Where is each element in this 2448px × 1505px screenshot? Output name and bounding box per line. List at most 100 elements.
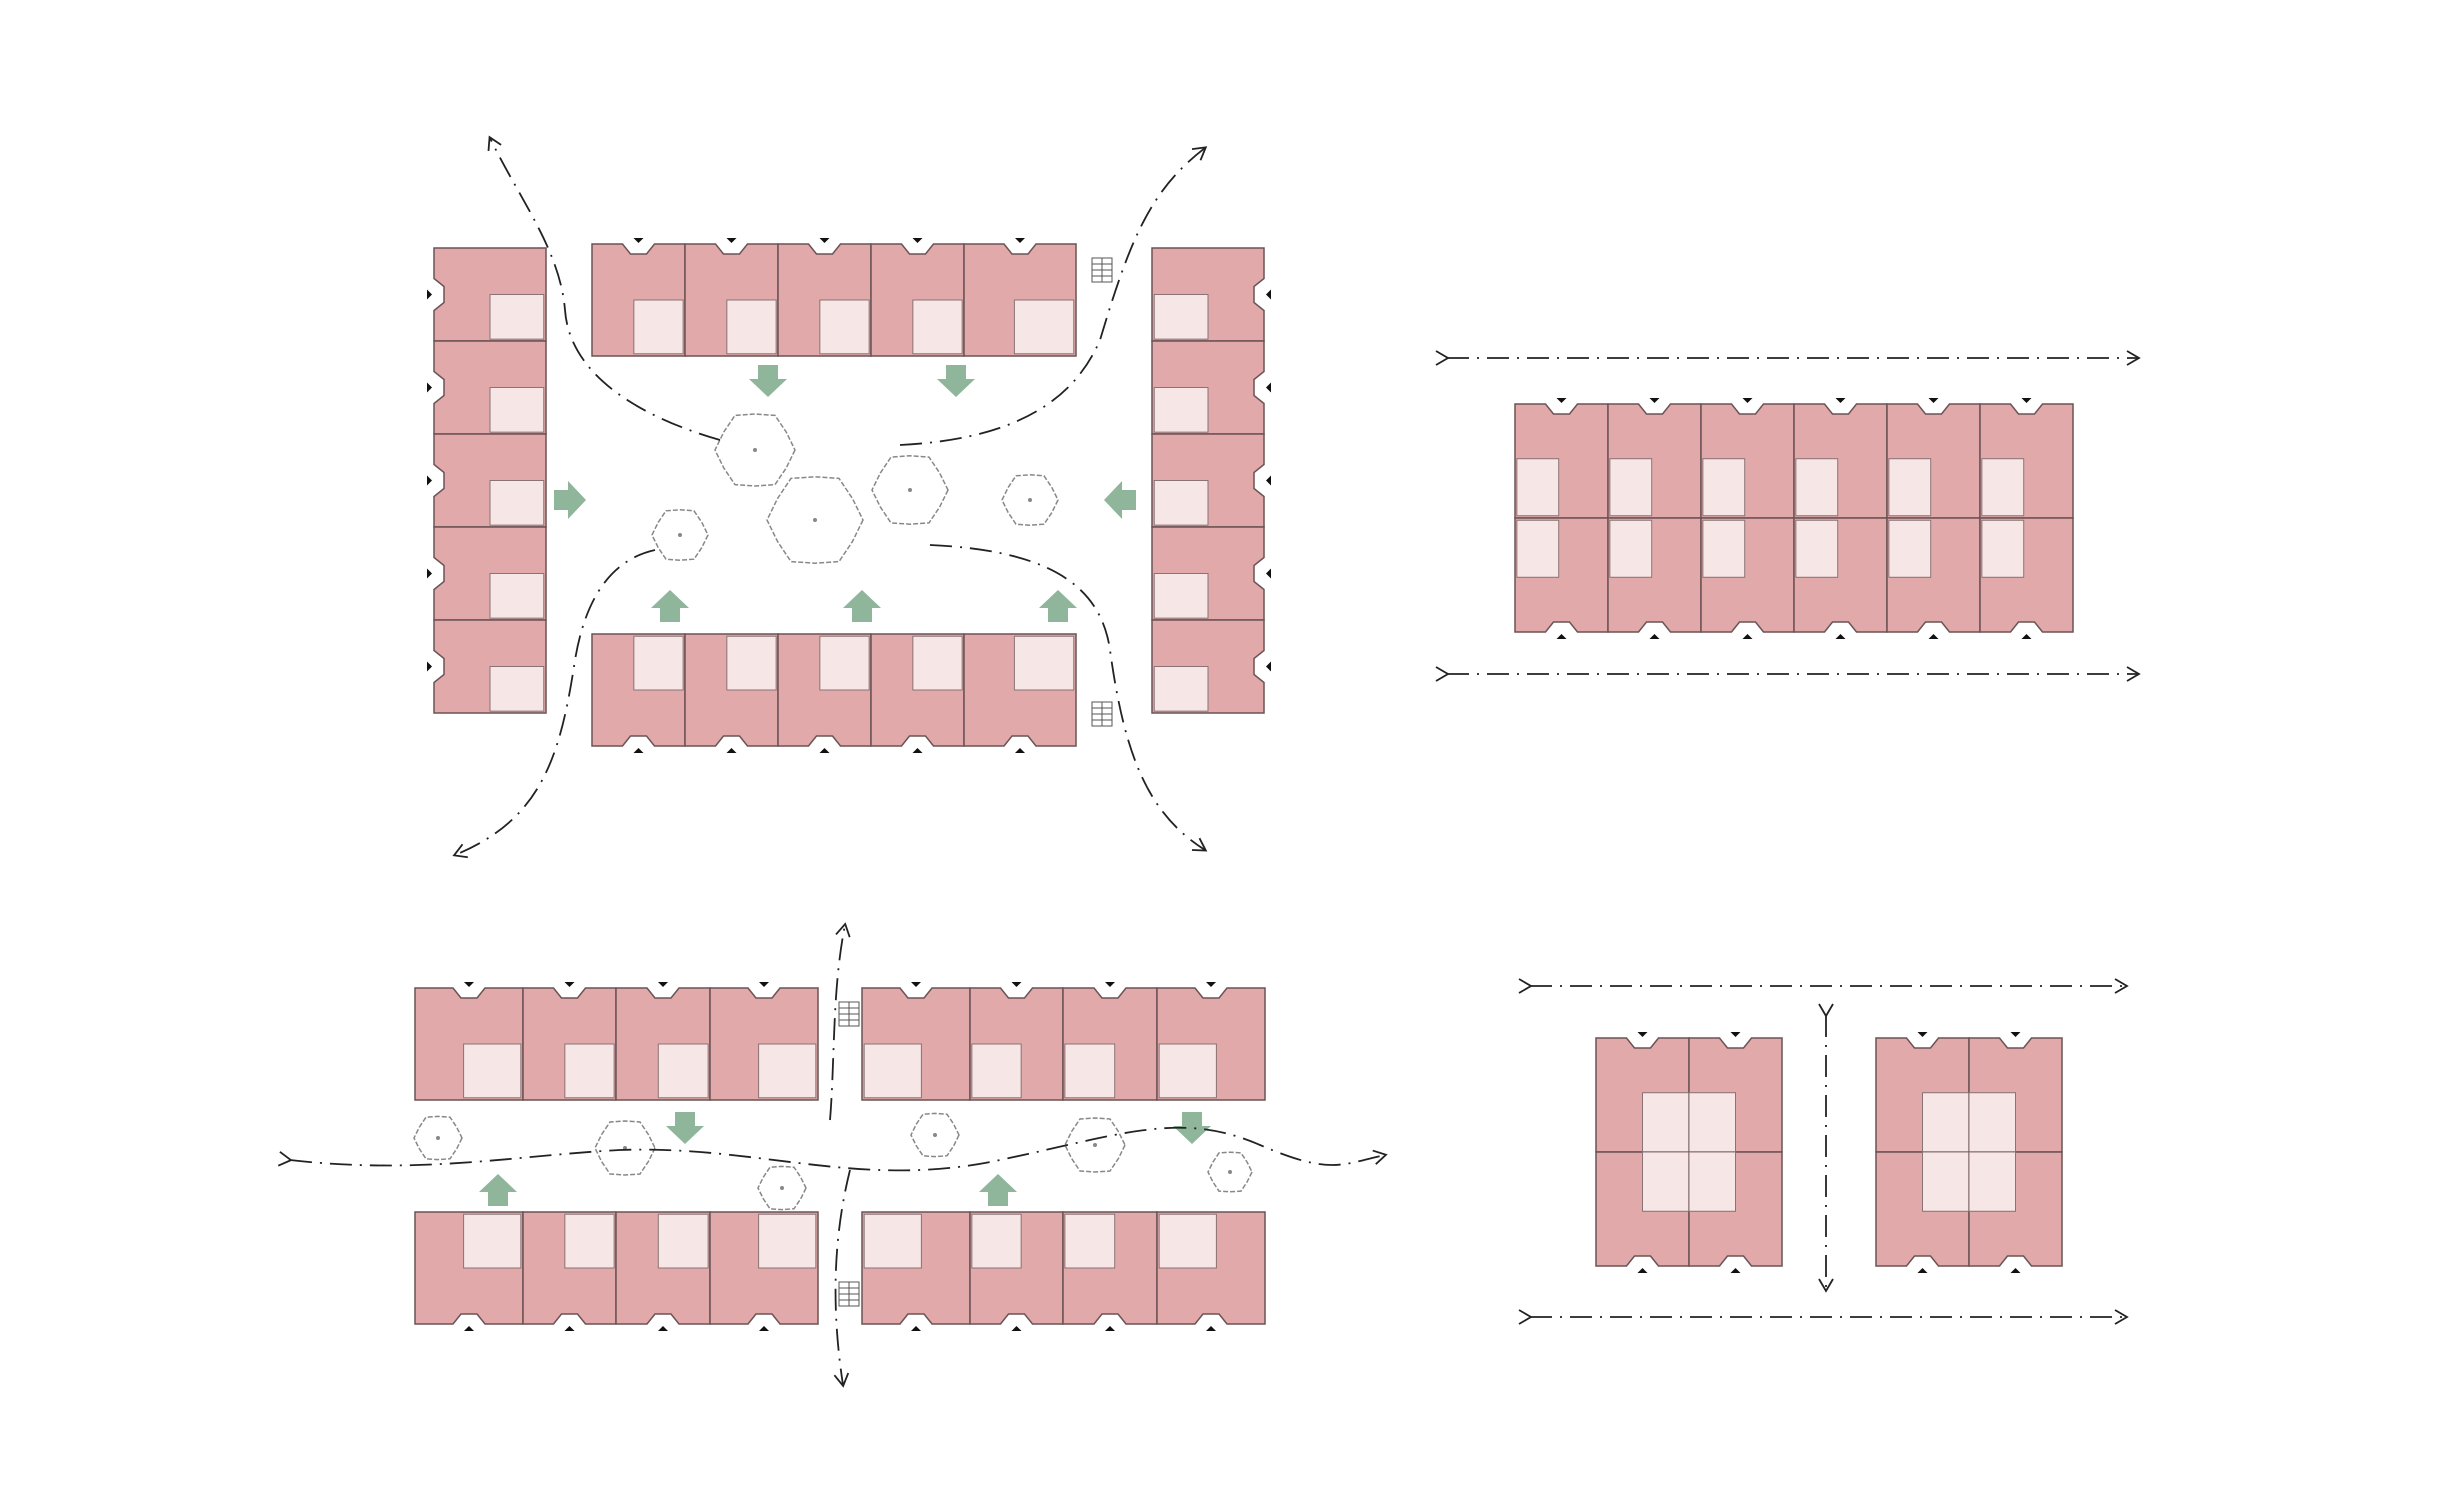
apartment-unit xyxy=(1151,340,1271,435)
apartment-unit xyxy=(1151,619,1271,714)
private-courtyard xyxy=(971,1213,1022,1269)
entrance-marker-icon xyxy=(427,289,432,300)
entrance-marker-icon xyxy=(1835,634,1846,639)
tree-icon xyxy=(594,1120,656,1176)
private-courtyard xyxy=(1153,573,1209,619)
layout-courtyard xyxy=(427,135,1271,859)
private-courtyard xyxy=(1888,458,1932,517)
apartment-unit xyxy=(684,238,779,357)
entrance-marker-icon xyxy=(1266,289,1271,300)
entrance-marker-icon xyxy=(1637,1268,1648,1273)
apartment-unit xyxy=(1156,1211,1266,1331)
private-courtyard xyxy=(912,635,963,691)
private-courtyard xyxy=(819,635,870,691)
north-row-east xyxy=(861,982,1266,1101)
private-courtyard xyxy=(1153,666,1209,712)
entrance-marker-icon xyxy=(1917,1268,1928,1273)
private-courtyard xyxy=(1642,1092,1690,1153)
entrance-marker-icon xyxy=(1011,1326,1022,1331)
private-courtyard xyxy=(971,1043,1022,1099)
apartment-unit xyxy=(591,633,686,753)
apartment-unit xyxy=(1886,398,1981,519)
apartment-unit xyxy=(591,238,686,357)
street-trees xyxy=(413,1112,1253,1211)
private-courtyard xyxy=(1702,458,1746,517)
entrance-marker-icon xyxy=(427,382,432,393)
apartment-unit xyxy=(777,238,872,357)
private-courtyard xyxy=(758,1043,817,1099)
entrance-marker-icon xyxy=(1015,748,1025,753)
apartment-unit xyxy=(1156,982,1266,1101)
green-arrow-icon xyxy=(979,1174,1017,1206)
path-southeast xyxy=(929,544,1208,852)
entrance-marker-icon xyxy=(1556,634,1567,639)
green-arrow-icon xyxy=(554,481,586,519)
point-block-east xyxy=(1875,1032,2063,1273)
private-courtyard xyxy=(819,299,870,355)
green-arrow-icon xyxy=(666,1112,704,1144)
private-courtyard xyxy=(1064,1043,1116,1099)
entrance-marker-icon xyxy=(1556,398,1567,403)
private-courtyard xyxy=(1158,1213,1217,1269)
entrance-marker-icon xyxy=(911,982,921,987)
entrance-marker-icon xyxy=(1206,982,1216,987)
apartment-unit xyxy=(615,982,711,1101)
private-courtyard xyxy=(1795,519,1839,578)
apartment-unit xyxy=(1968,1151,2063,1273)
entrance-marker-icon xyxy=(2010,1268,2021,1273)
courtyard-trees xyxy=(651,413,1059,564)
apartment-unit xyxy=(1607,517,1702,639)
entrance-marker-icon xyxy=(633,748,644,753)
entrance-marker-icon xyxy=(911,1326,921,1331)
apartment-unit xyxy=(1151,526,1271,621)
entrance-marker-icon xyxy=(427,475,432,486)
apartment-unit xyxy=(870,633,965,753)
entrance-marker-icon xyxy=(726,238,737,243)
apartment-unit xyxy=(427,619,547,714)
private-courtyard xyxy=(1013,635,1075,691)
entrance-marker-icon xyxy=(1742,398,1753,403)
apartment-unit xyxy=(1886,517,1981,639)
private-courtyard xyxy=(1688,1151,1736,1212)
private-courtyard xyxy=(863,1043,922,1099)
tree-icon xyxy=(766,476,864,564)
entrance-marker-icon xyxy=(912,748,923,753)
entrance-marker-icon xyxy=(819,748,830,753)
entrance-marker-icon xyxy=(1015,238,1025,243)
private-courtyard xyxy=(1922,1151,1970,1212)
courtyard-green-arrows xyxy=(554,365,1136,622)
entrance-marker-icon xyxy=(726,748,737,753)
entrance-marker-icon xyxy=(912,238,923,243)
private-courtyard xyxy=(1013,299,1075,355)
private-courtyard xyxy=(1609,519,1653,578)
apartment-unit xyxy=(414,1211,524,1331)
entrance-marker-icon xyxy=(658,1326,668,1331)
staircase-icon xyxy=(838,1001,860,1027)
apartment-unit xyxy=(427,340,547,435)
street-paths xyxy=(277,922,1388,1388)
private-courtyard xyxy=(1516,458,1560,517)
apartment-unit xyxy=(870,238,965,357)
entrance-marker-icon xyxy=(1649,634,1660,639)
private-courtyard xyxy=(1153,387,1209,433)
private-courtyard xyxy=(1922,1092,1970,1153)
apartment-unit xyxy=(414,982,524,1101)
private-courtyard xyxy=(1968,1151,2016,1212)
green-arrow-icon xyxy=(479,1174,517,1206)
entrance-marker-icon xyxy=(1637,1032,1648,1037)
apartment-unit xyxy=(1151,247,1271,342)
staircase-icons xyxy=(1091,257,1113,727)
path-northwest xyxy=(487,135,721,441)
apartment-unit xyxy=(1595,1151,1690,1273)
entrance-marker-icon xyxy=(1928,398,1939,403)
apartment-unit xyxy=(1514,517,1609,639)
entrance-marker-icon xyxy=(1835,398,1846,403)
private-courtyard xyxy=(564,1043,615,1099)
private-courtyard xyxy=(1888,519,1932,578)
tree-icon xyxy=(1001,474,1059,526)
entrance-marker-icon xyxy=(658,982,668,987)
apartment-unit xyxy=(963,238,1077,357)
entrance-marker-icon xyxy=(1730,1268,1741,1273)
private-courtyard xyxy=(1064,1213,1116,1269)
